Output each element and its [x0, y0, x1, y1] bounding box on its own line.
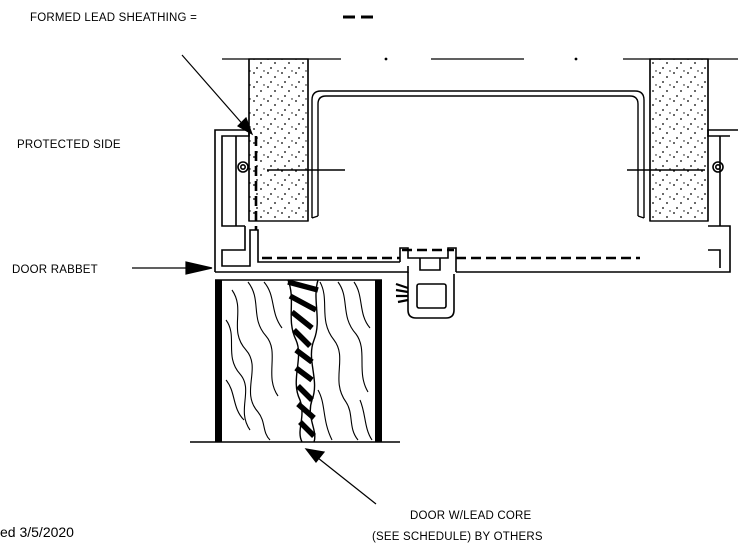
right-grout-fill [649, 58, 709, 222]
door-core-label-line2: (SEE SCHEDULE) BY OTHERS [372, 531, 543, 543]
leader-sheathing-arrow [181, 54, 254, 136]
wood-grain [225, 281, 373, 441]
lead-sheathing [254, 136, 640, 260]
steel-stud-channel [267, 90, 705, 219]
left-grout-fill [248, 58, 309, 222]
leader-door-rabbet-arrow [132, 261, 213, 275]
legend-label: FORMED LEAD SHEATHING = [30, 12, 197, 24]
door-rabbet-label: DOOR RABBET [12, 264, 98, 276]
door-core-label-line1: DOOR W/LEAD CORE [410, 510, 532, 522]
door-stop-gasket [395, 247, 457, 319]
door-leaf [190, 279, 400, 443]
right-jamb-profile [456, 129, 738, 273]
lead-core [287, 279, 319, 443]
revision-date: ed 3/5/2020 [0, 524, 74, 540]
protected-side-label: PROTECTED SIDE [17, 139, 121, 151]
leader-door-core-arrow [304, 448, 377, 505]
